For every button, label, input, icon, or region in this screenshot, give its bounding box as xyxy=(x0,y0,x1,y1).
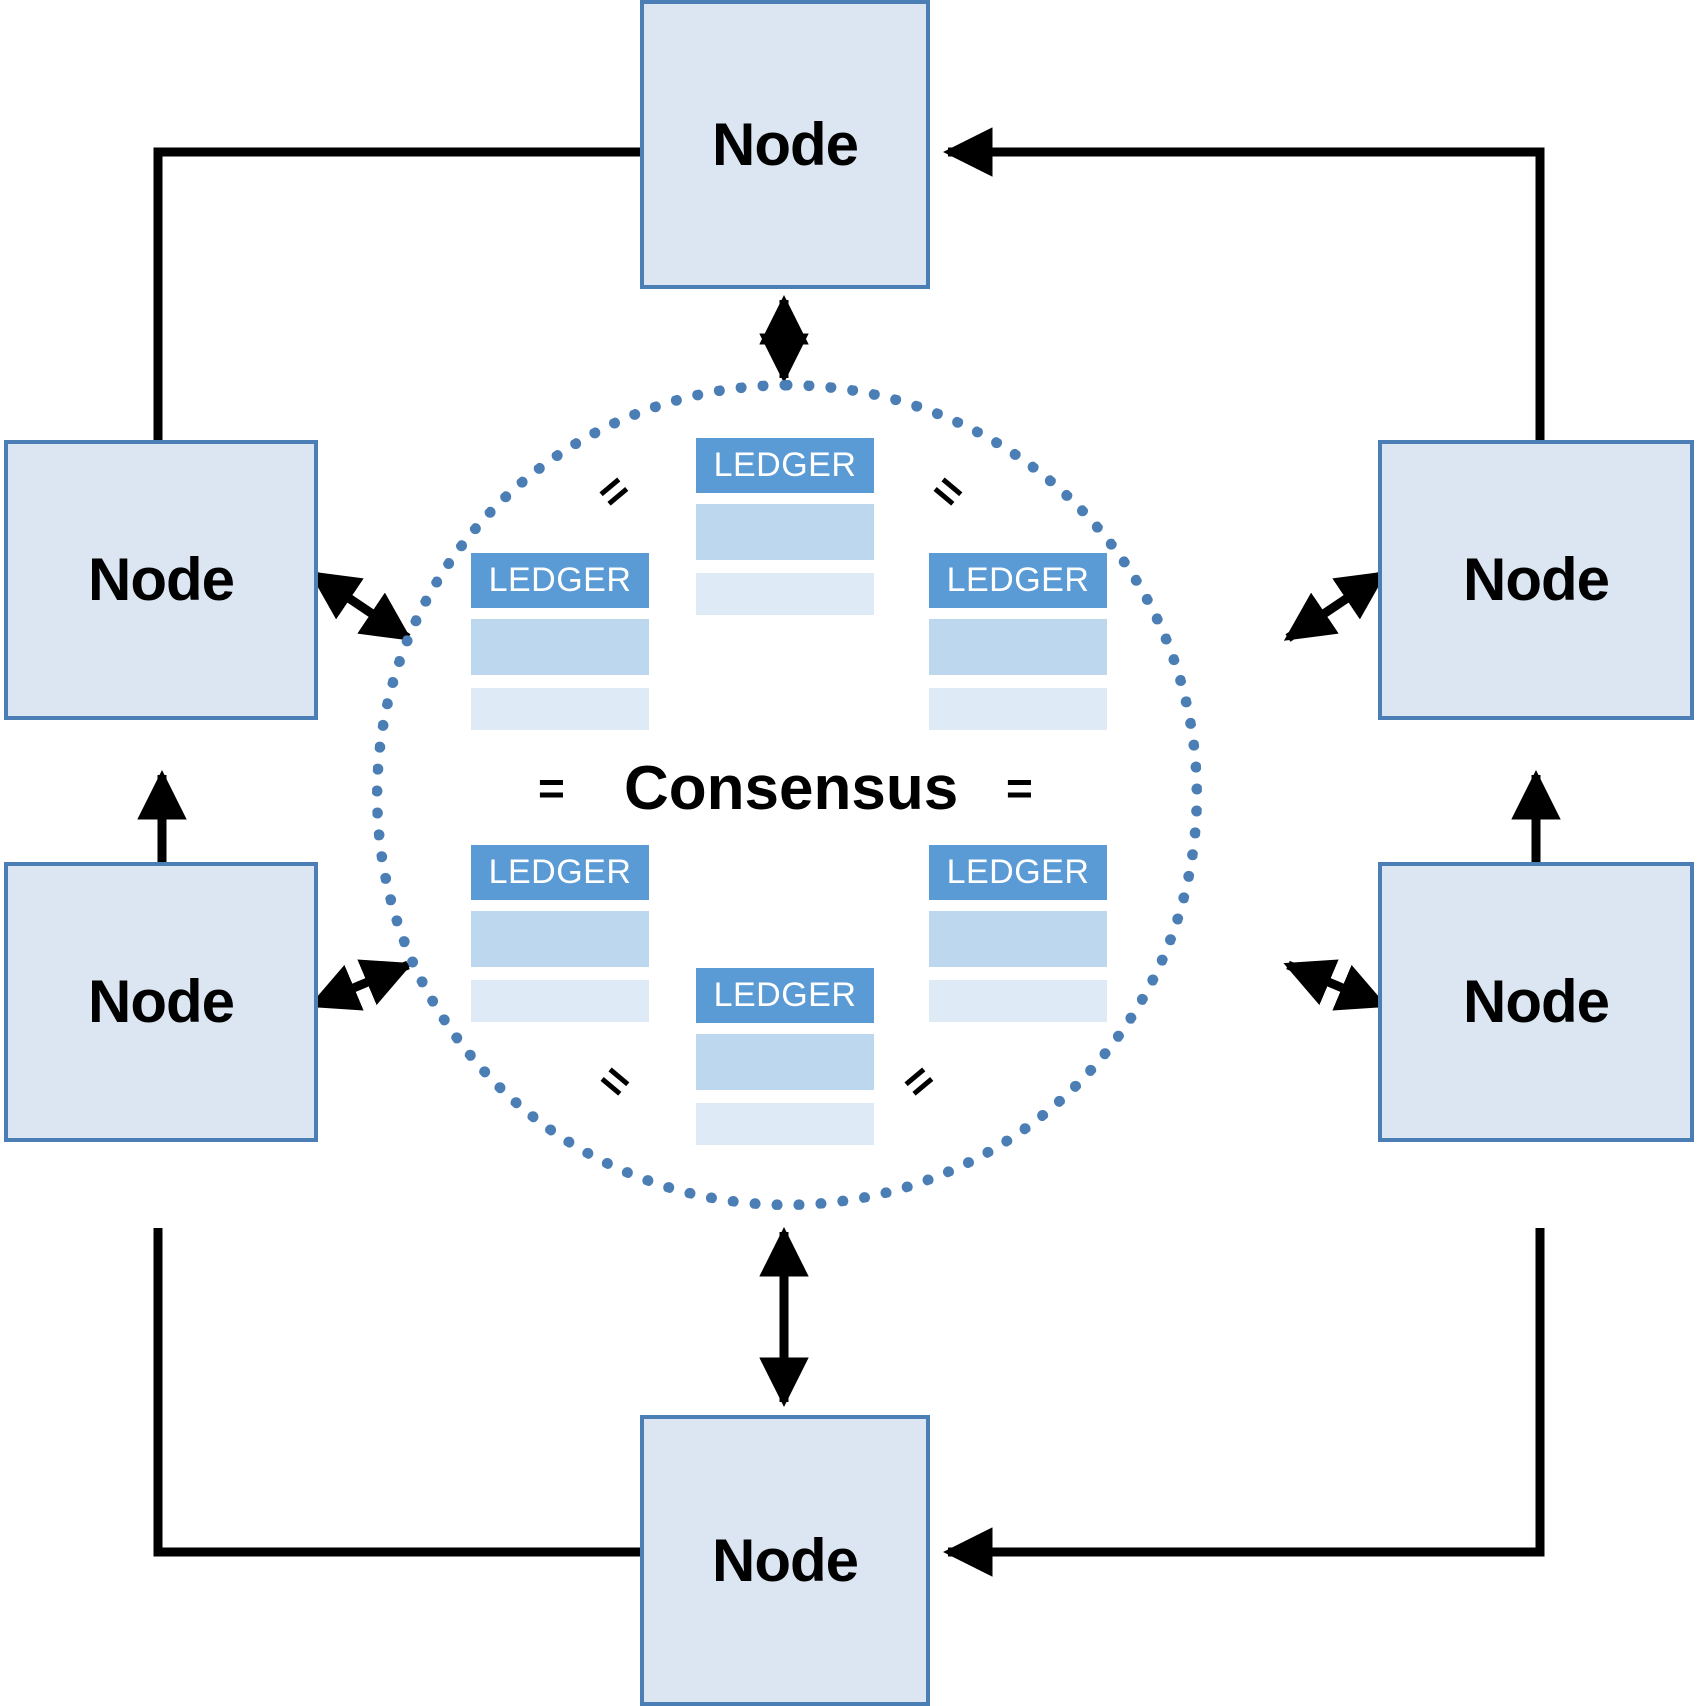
connector-leftupper-to-consensus xyxy=(308,570,413,642)
ledger-top-row-2 xyxy=(696,573,874,615)
ledger-upper-left-row-1 xyxy=(471,619,649,675)
ledger-top[interactable]: LEDGER xyxy=(696,438,874,615)
connector-rightupper-to-top xyxy=(943,127,1545,478)
ledger-bottom-row-2 xyxy=(696,1103,874,1145)
node-right-lower-label: Node xyxy=(1463,968,1610,1035)
consensus-label: Consensus xyxy=(624,754,959,823)
node-top[interactable]: Node xyxy=(640,0,930,289)
equals-mark-mid-left: = xyxy=(538,762,565,814)
ledger-lower-right-header: LEDGER xyxy=(929,845,1107,900)
connector-rightupper-to-consensus xyxy=(1283,570,1388,642)
node-left-lower[interactable]: Node xyxy=(4,862,318,1142)
ledger-lower-left-row-2 xyxy=(471,980,649,1022)
node-left-upper-label: Node xyxy=(88,546,235,613)
ledger-upper-right[interactable]: LEDGER xyxy=(929,553,1107,730)
ledger-lower-right[interactable]: LEDGER xyxy=(929,845,1107,1022)
ledger-top-row-1 xyxy=(696,504,874,560)
ledger-top-header: LEDGER xyxy=(696,438,874,493)
ledger-upper-left-row-2 xyxy=(471,688,649,730)
connector-leftlower-to-bottom xyxy=(153,1228,693,1577)
ledger-upper-left[interactable]: LEDGER xyxy=(471,553,649,730)
ledger-bottom-header: LEDGER xyxy=(696,968,874,1023)
ledger-bottom-row-1 xyxy=(696,1034,874,1090)
node-top-label: Node xyxy=(712,110,859,178)
node-right-lower[interactable]: Node xyxy=(1378,862,1694,1142)
ledger-lower-right-row-2 xyxy=(929,980,1107,1022)
ledger-lower-left-row-1 xyxy=(471,911,649,967)
connector-rightlower-to-consensus xyxy=(1283,959,1388,1011)
node-bottom[interactable]: Node xyxy=(640,1415,930,1706)
node-left-upper[interactable]: Node xyxy=(4,440,318,720)
consensus-circle xyxy=(372,380,1202,1210)
ledger-lower-left-header: LEDGER xyxy=(471,845,649,900)
ledger-upper-left-header: LEDGER xyxy=(471,553,649,608)
ledger-upper-right-header: LEDGER xyxy=(929,553,1107,608)
node-bottom-label: Node xyxy=(712,1526,859,1594)
ledger-lower-left[interactable]: LEDGER xyxy=(471,845,649,1022)
ledger-upper-right-row-2 xyxy=(929,688,1107,730)
node-right-upper-label: Node xyxy=(1463,546,1610,613)
node-left-lower-label: Node xyxy=(88,968,235,1035)
ledger-upper-right-row-1 xyxy=(929,619,1107,675)
node-right-upper[interactable]: Node xyxy=(1378,440,1694,720)
connector-leftlower-to-consensus xyxy=(308,959,413,1011)
ledger-lower-right-row-1 xyxy=(929,911,1107,967)
connector-rightlower-to-bottom xyxy=(943,1228,1545,1577)
equals-mark-mid-right: = xyxy=(1006,762,1033,814)
ledger-bottom[interactable]: LEDGER xyxy=(696,968,874,1145)
